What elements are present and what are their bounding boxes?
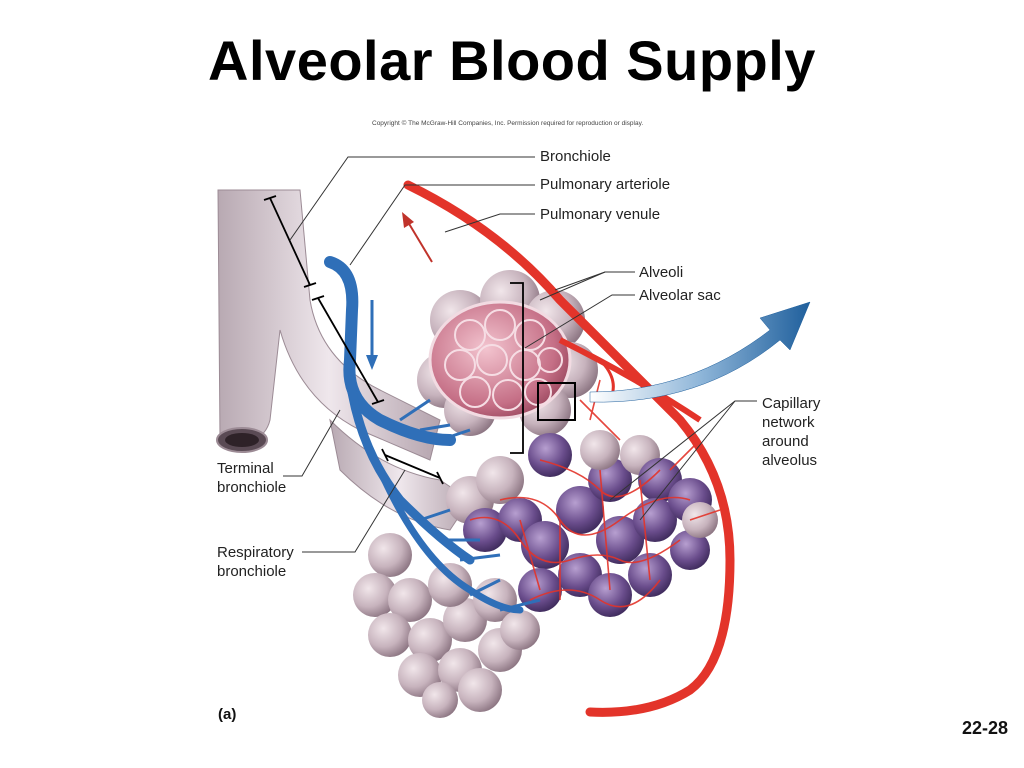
label-terminal-bronchiole: Terminal bronchiole [217,460,287,496]
page-number: 22-28 [962,718,1009,738]
gas-flow-arrow [589,301,811,403]
alveolar-cluster-lower [353,533,540,718]
alveoli-capillary-cluster [446,379,721,617]
label-capillary-network: Capillary network around alveolus [762,395,821,469]
label-pulmonary-arteriole: Pulmonary arteriole [540,176,671,193]
panel-letter: (a) [218,706,237,723]
label-alveolar-sac: Alveolar sac [639,287,721,304]
segment-brackets [263,195,524,485]
label-respiratory-bronchiole: Respiratory bronchiole [217,544,294,580]
copyright-notice: Copyright © The McGraw-Hill Companies, I… [372,120,644,127]
slide-title: Alveolar Blood Supply [208,29,816,92]
leader-lines [283,156,757,553]
label-bronchiole: Bronchiole [540,148,611,165]
blood-flow-arrow-red [407,221,433,263]
bronchiole-airway [216,189,471,531]
label-alveoli: Alveoli [639,264,684,281]
detail-box [537,382,576,421]
alveolar-sac [417,270,598,436]
pulmonary-arteriole [324,256,541,614]
label-pulmonary-venule: Pulmonary venule [540,206,661,223]
